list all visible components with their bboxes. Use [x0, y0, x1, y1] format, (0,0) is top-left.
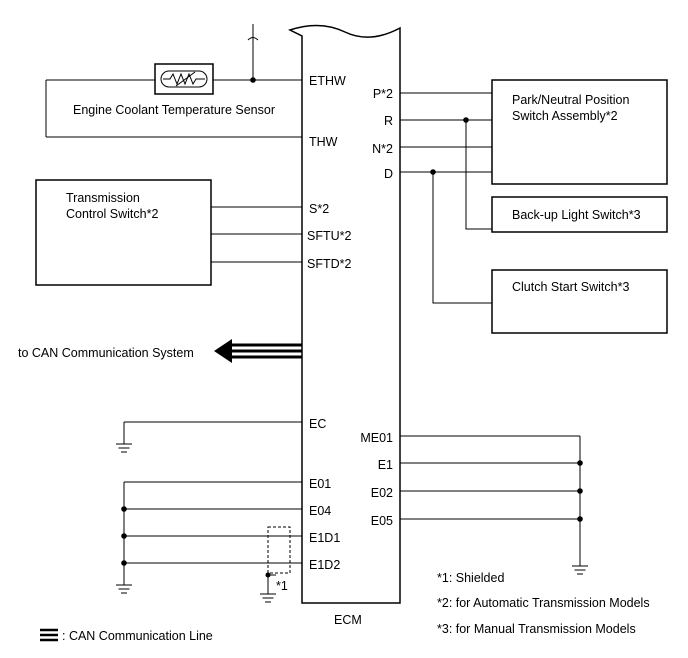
junction-dot	[121, 533, 127, 539]
pin-r: R	[384, 114, 393, 128]
thermistor-symbol	[163, 72, 205, 86]
note-shielded: *1: Shielded	[437, 571, 504, 585]
backup-light-label: Back-up Light Switch*3	[512, 208, 641, 222]
pin-n: N*2	[372, 142, 393, 156]
note-automatic: *2: for Automatic Transmission Models	[437, 596, 650, 610]
pin-s: S*2	[309, 202, 329, 216]
shield-tilde	[247, 37, 259, 41]
junction-dot	[577, 488, 583, 494]
pin-d: D	[384, 167, 393, 181]
pin-e01: E01	[309, 477, 331, 491]
junction-dot	[577, 460, 583, 466]
ground-symbol	[260, 593, 276, 603]
transmission-switch-label-1: Transmission	[66, 191, 140, 205]
pin-e1: E1	[378, 458, 393, 472]
junction-dot	[577, 516, 583, 522]
pin-e04: E04	[309, 504, 331, 518]
can-system-label: to CAN Communication System	[18, 346, 194, 360]
coolant-sensor-label: Engine Coolant Temperature Sensor	[73, 103, 275, 117]
shield-outline	[267, 526, 291, 574]
pin-ec: EC	[309, 417, 326, 431]
pin-e05: E05	[371, 514, 393, 528]
pin-e1d1: E1D1	[309, 531, 340, 545]
clutch-start-label: Clutch Start Switch*3	[512, 280, 629, 294]
park-neutral-switch	[491, 79, 668, 185]
shield-marker: *1	[276, 579, 288, 593]
pin-e1d2: E1D2	[309, 558, 340, 572]
can-bus-arrow	[214, 339, 302, 363]
pin-me01: ME01	[360, 431, 393, 445]
ground-symbol	[116, 584, 132, 594]
junction-dot	[121, 560, 127, 566]
park-neutral-label-1: Park/Neutral Position	[512, 93, 629, 107]
pin-sftu: SFTU*2	[307, 229, 352, 243]
ecm-label: ECM	[334, 613, 362, 627]
transmission-switch-label-2: Control Switch*2	[66, 207, 158, 221]
coolant-sensor-element	[160, 70, 208, 88]
ground-symbol	[572, 565, 588, 575]
pin-ethw: ETHW	[309, 74, 346, 88]
ground-symbol	[116, 443, 132, 453]
pin-p: P*2	[373, 87, 393, 101]
can-line-legend-label: : CAN Communication Line	[62, 629, 213, 643]
transmission-control-switch	[35, 179, 212, 286]
pin-sftd: SFTD*2	[307, 257, 352, 271]
coolant-sensor	[154, 63, 214, 95]
pin-thw: THW	[309, 135, 338, 149]
note-manual: *3: for Manual Transmission Models	[437, 622, 636, 636]
backup-light-switch	[491, 196, 668, 233]
pin-e02: E02	[371, 486, 393, 500]
ecm-body	[288, 24, 401, 604]
junction-dot	[121, 506, 127, 512]
can-line-legend-icon	[40, 628, 58, 642]
clutch-start-switch	[491, 269, 668, 334]
park-neutral-label-2: Switch Assembly*2	[512, 109, 618, 123]
